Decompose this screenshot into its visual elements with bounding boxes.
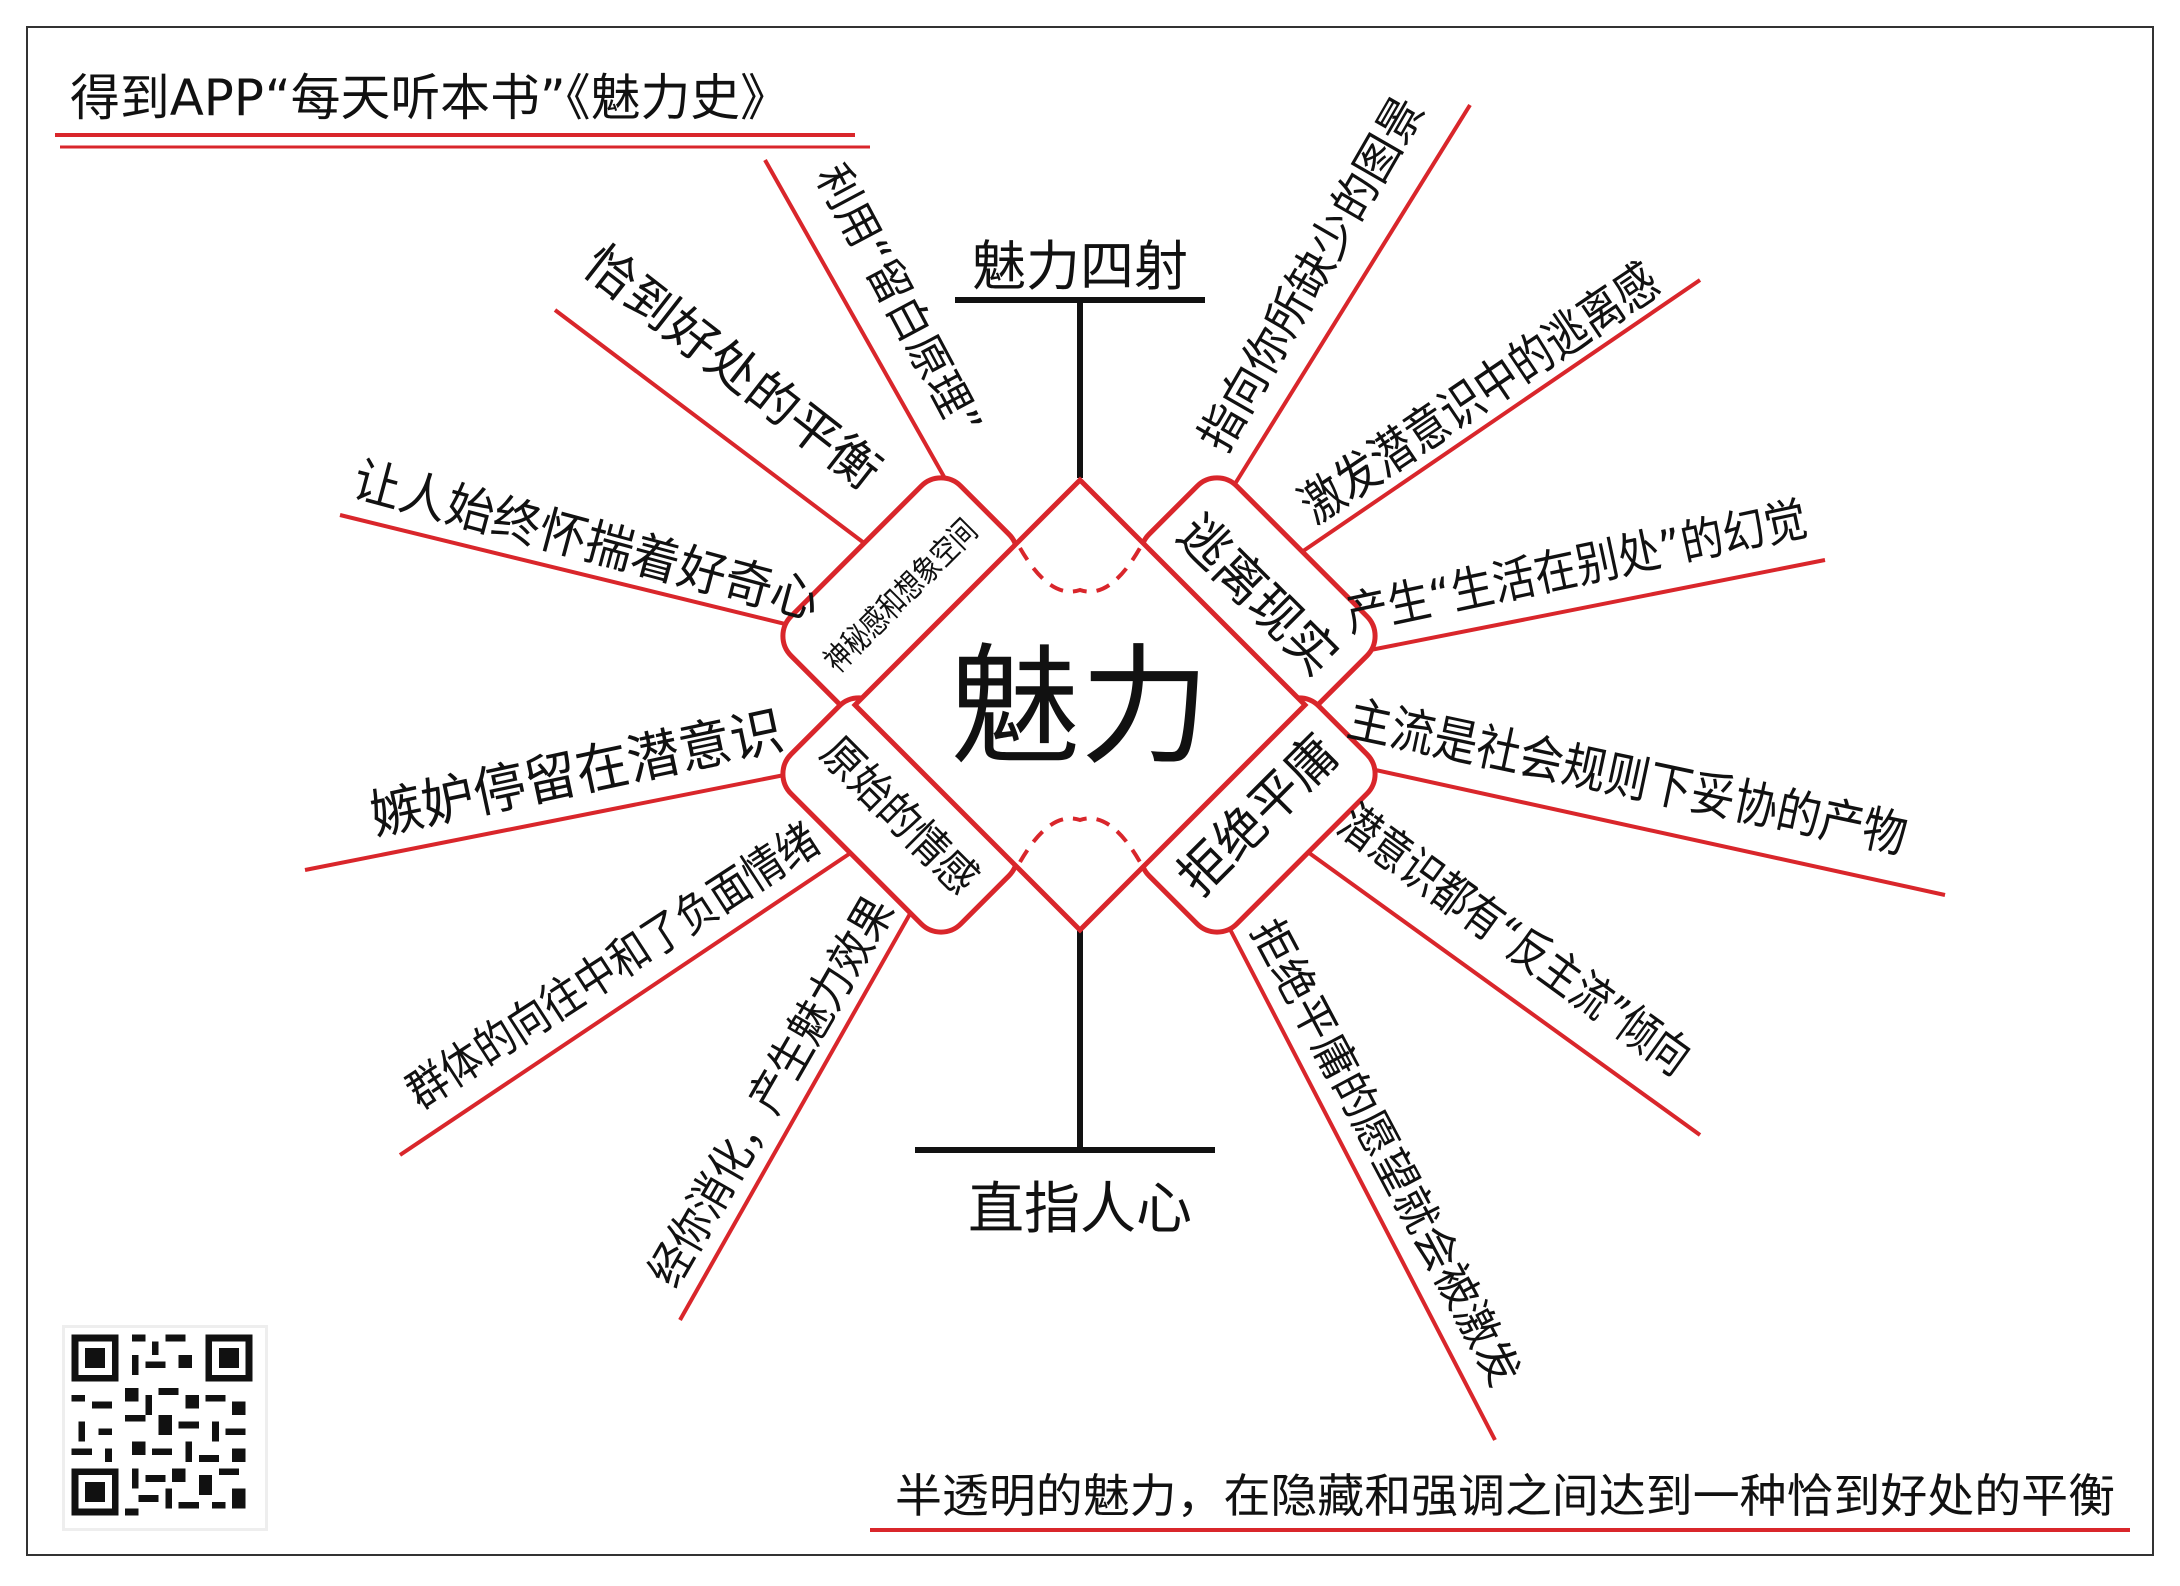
page-title: 得到APP“每天听本书”《魅力史》: [70, 69, 790, 127]
qr-code-graphic: [65, 1328, 259, 1522]
branch-text-tl-2: 恰到好处的平衡: [573, 234, 892, 501]
branch-text-br-3: 拒绝平庸的愿望就会被激发: [1240, 911, 1529, 1394]
footer-summary: 半透明的魅力，在隐藏和强调之间达到一种恰到好处的平衡: [895, 1469, 2115, 1523]
center-label: 魅力: [950, 631, 1210, 783]
top-label: 魅力四射: [972, 235, 1188, 298]
branch-line-br-3: [1218, 909, 1497, 1441]
branch-line-tl-2: [553, 308, 882, 557]
branch-text-bl-1: 嫉妒停留在潜意识: [365, 699, 789, 848]
branch-line-bl-3: [678, 904, 917, 1321]
branch-line-tr-3: [1319, 558, 1826, 662]
center-node: 魅力: [851, 476, 1309, 934]
branch-line-bl-2: [398, 848, 857, 1157]
branch-text-tr-3: 产生“生活在别处”的幻觉: [1341, 491, 1812, 643]
branch-text-tr-2: 激发潜意识中的逃离感: [1289, 252, 1670, 535]
qr-code-icon: [62, 1325, 268, 1531]
bottom-label: 直指人心: [968, 1177, 1192, 1242]
branch-line-tr-2: [1288, 278, 1702, 562]
branch-line-br-2: [1303, 848, 1702, 1137]
page-frame: [26, 26, 2154, 1556]
branch-text-br-1: 主流是社会规则下妥协的产物: [1343, 690, 1913, 865]
branch-line-br-1: [1329, 758, 1946, 897]
branch-line-bl-1: [304, 763, 836, 872]
branch-line-tl-3: [339, 513, 831, 637]
branch-text-br-2: 潜意识都有“反主流”倾向: [1328, 794, 1701, 1086]
branch-text-tl-3: 让人始终怀揣着好奇心: [347, 451, 826, 631]
branch-line-tr-1: [1223, 103, 1472, 502]
branch-line-tl-1: [763, 159, 962, 506]
branch-lines: [304, 103, 1946, 1441]
branch-text-tr-1: 指向你所缺少的图景: [1188, 87, 1435, 460]
